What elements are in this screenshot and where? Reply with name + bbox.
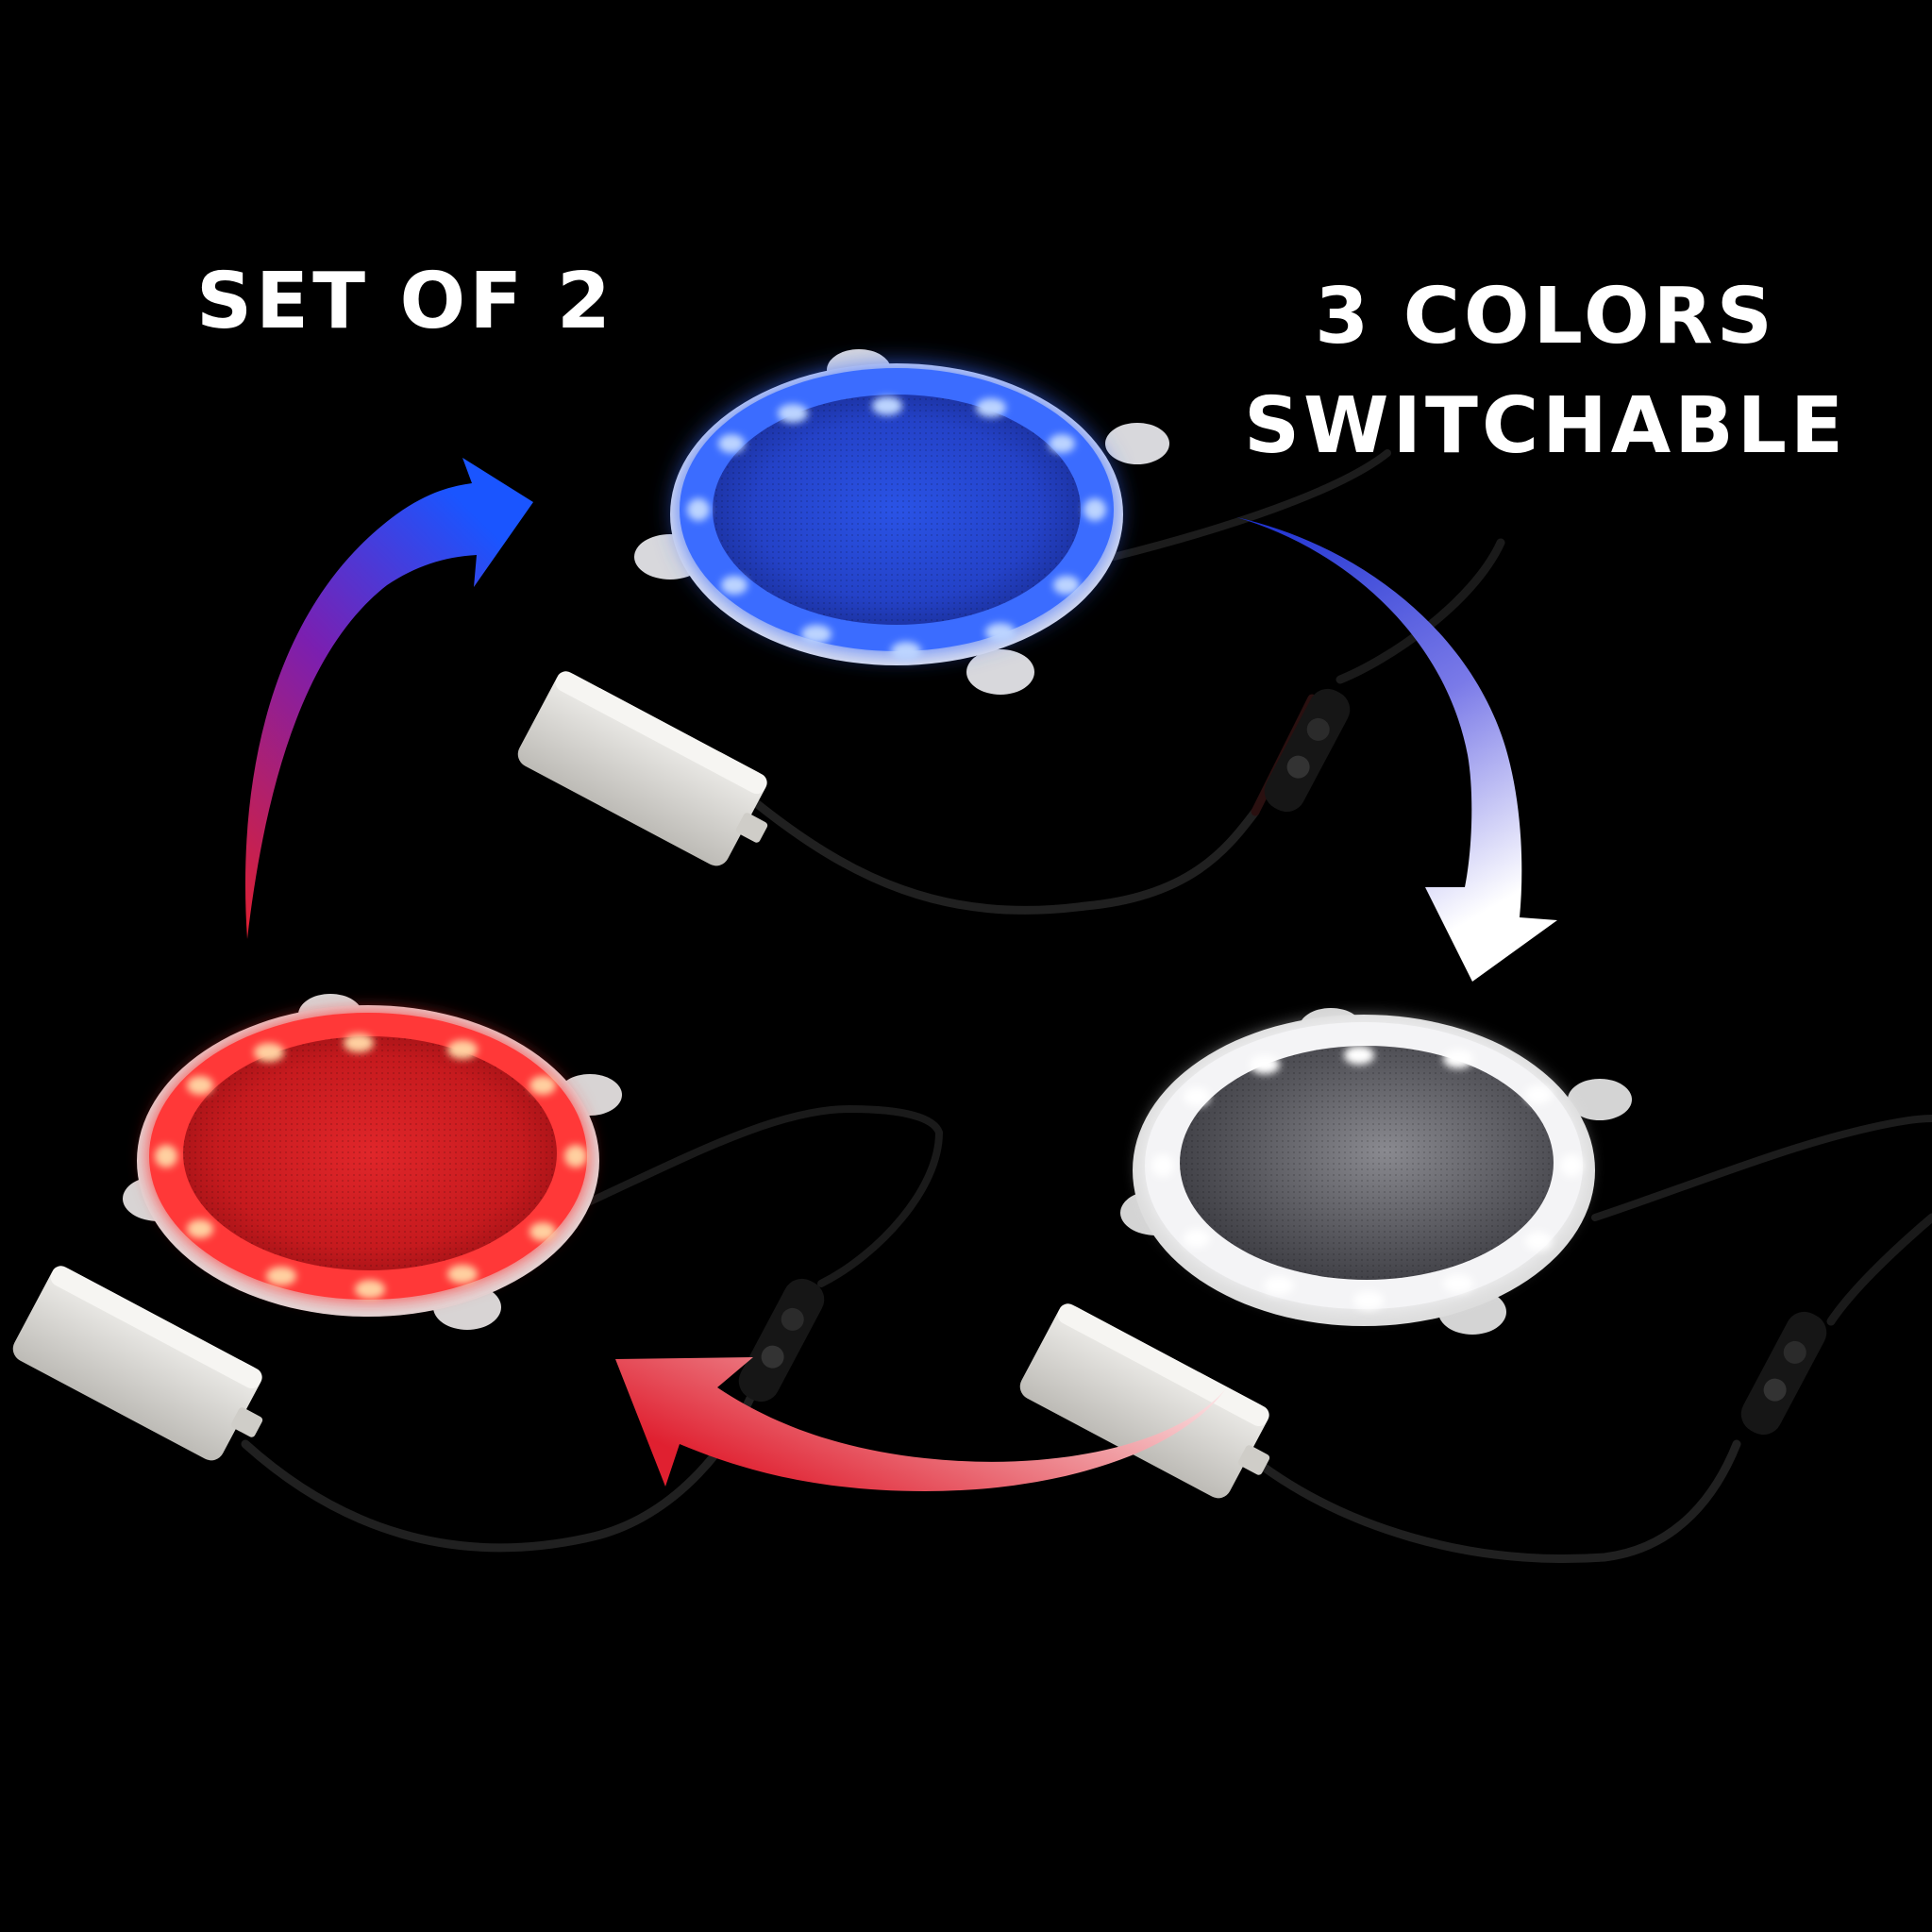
switch-white (1740, 1311, 1827, 1436)
inline-switches (738, 688, 1827, 1436)
battery-box-blue (517, 671, 768, 866)
cable-red-1 (572, 1104, 943, 1212)
set-of-2-caption: SET OF 2 (196, 257, 614, 346)
cable-blue-2 (1336, 538, 1505, 684)
cable-white-3 (1241, 1439, 1741, 1564)
white-light (1120, 1008, 1632, 1335)
caption-line-1: 3 COLORS (1315, 272, 1776, 361)
cable-red-2 (817, 1129, 943, 1287)
blue-light (634, 349, 1169, 695)
battery-boxes (12, 671, 1270, 1499)
switch-red (738, 1278, 825, 1403)
battery-box-red (12, 1266, 263, 1461)
white-to-red-arrow (615, 1357, 1227, 1491)
cable-white-2 (1826, 1213, 1932, 1326)
colors-switchable-caption: 3 COLORS SWITCHABLE (1244, 262, 1847, 481)
blue-to-white-arrow (1236, 517, 1557, 982)
cables (241, 449, 1932, 1564)
caption-line-2: SWITCHABLE (1244, 381, 1847, 471)
cable-blue-3 (750, 798, 1260, 915)
cable-blue-1 (1110, 449, 1391, 561)
switch-blue (1264, 688, 1351, 813)
white-leds (1151, 1046, 1583, 1310)
battery-box-white (1019, 1303, 1270, 1499)
red-leds (155, 1033, 587, 1299)
red-light (123, 994, 622, 1330)
blue-leds (687, 396, 1106, 661)
cable-white-1 (1591, 1115, 1932, 1221)
red-to-blue-arrow (244, 458, 533, 939)
